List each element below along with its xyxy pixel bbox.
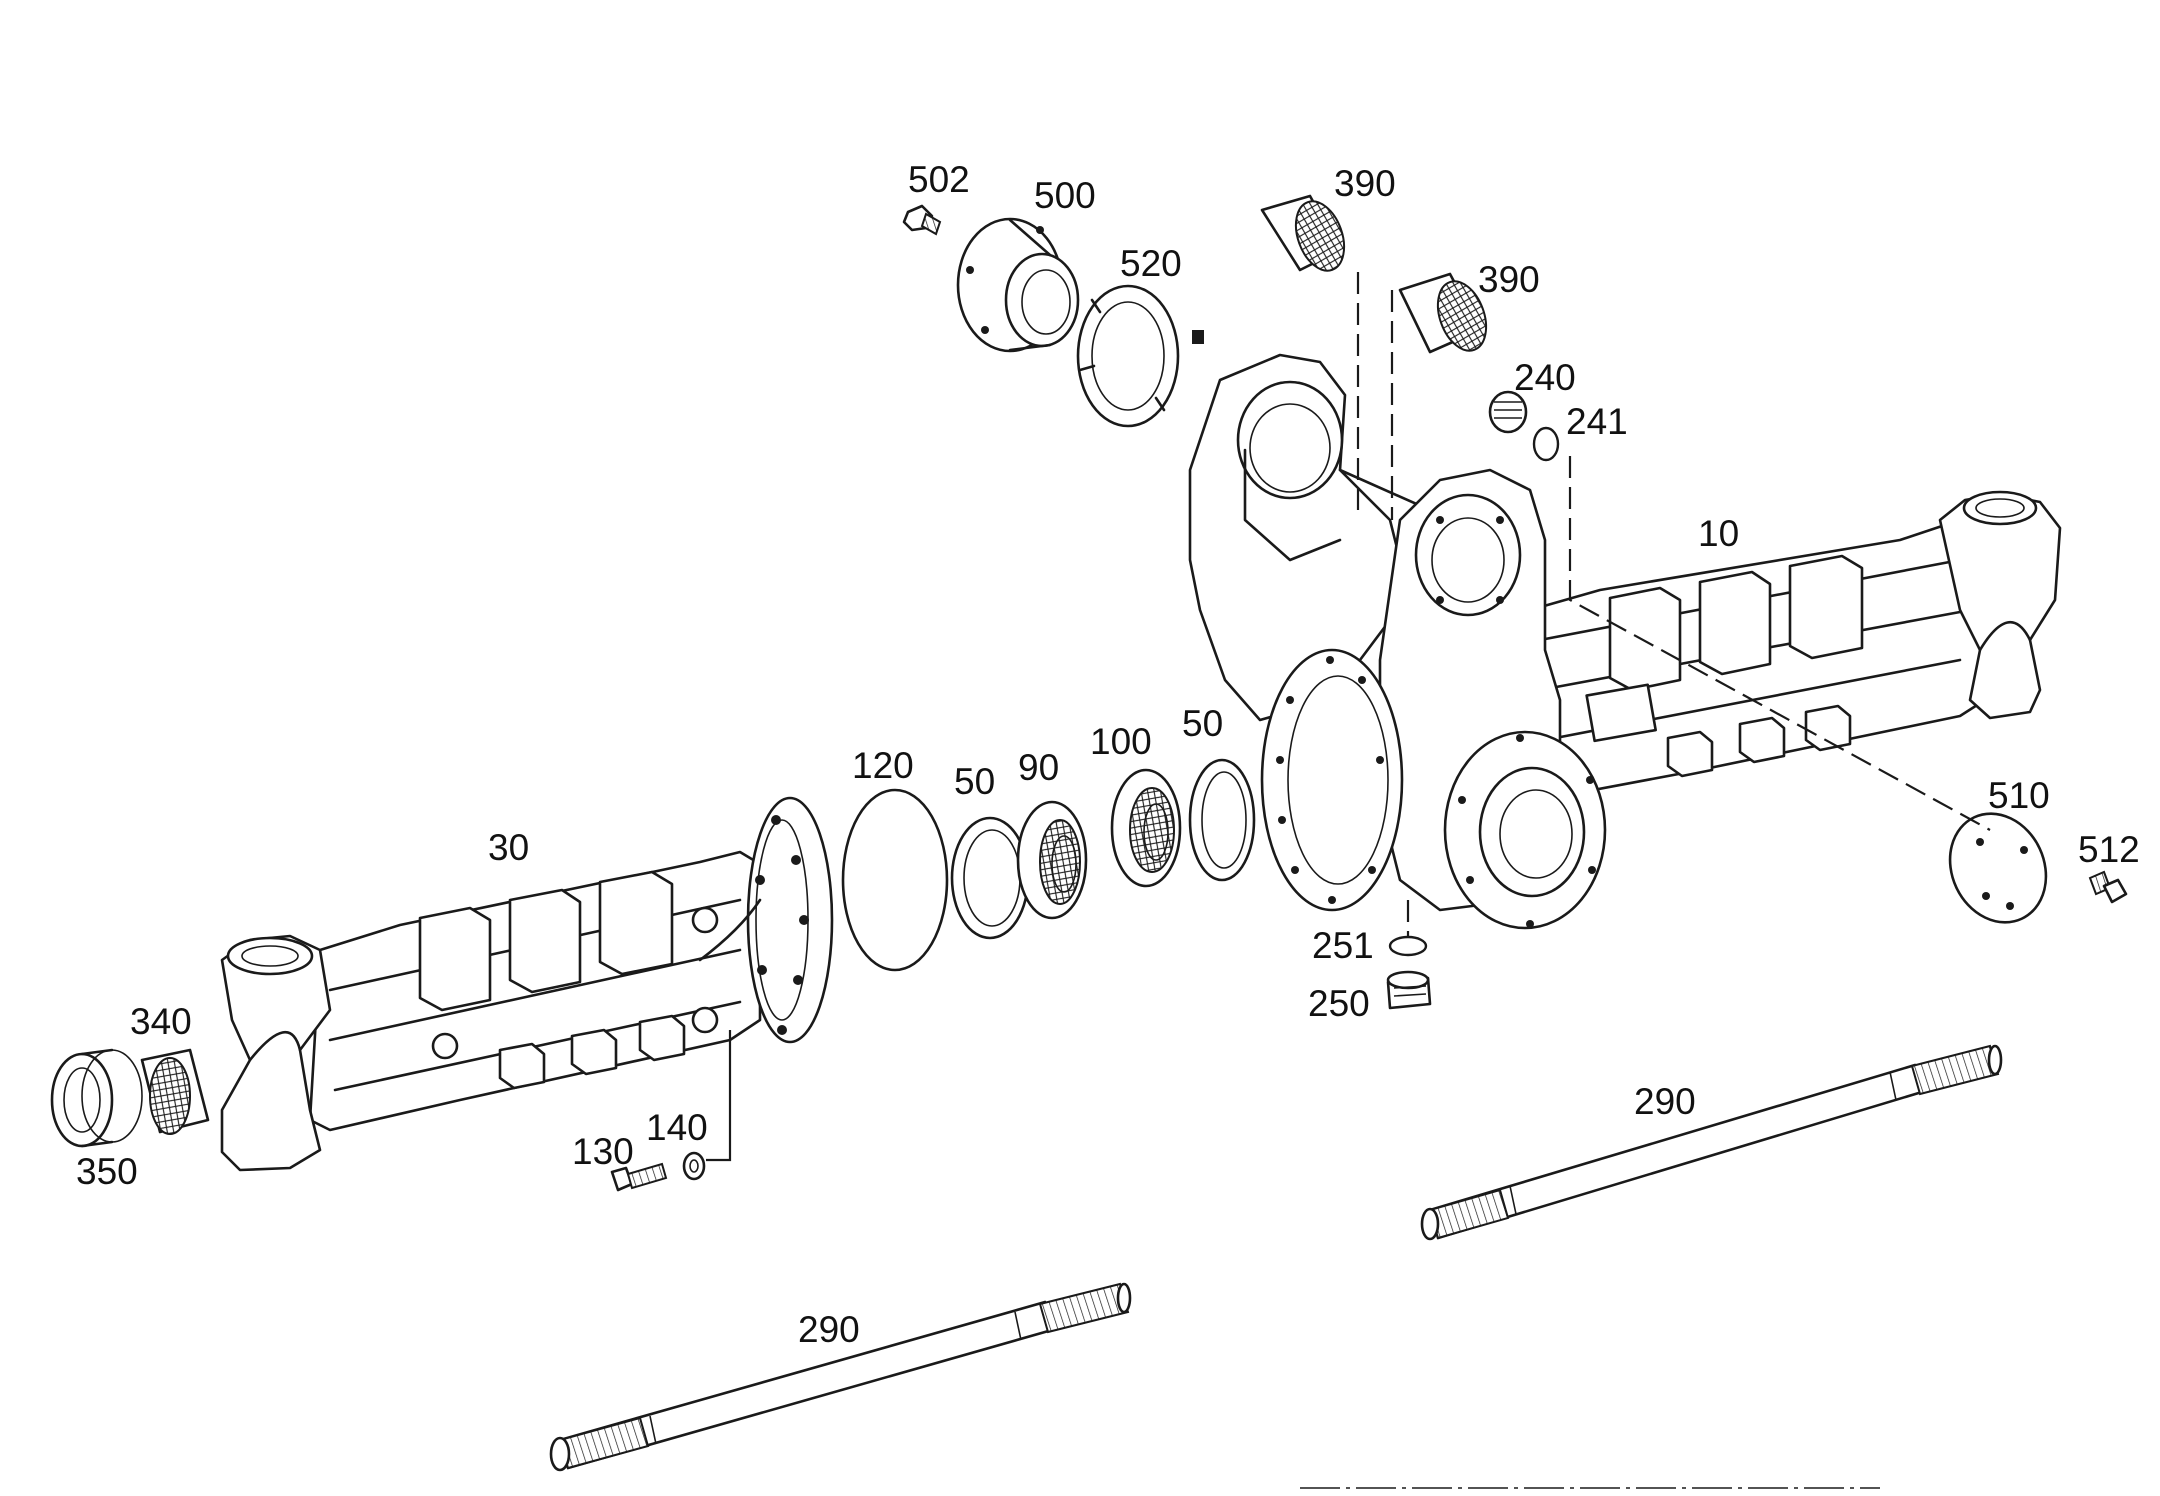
callout-50-right: 50: [1182, 703, 1223, 744]
axle-shaft-290-right: [1420, 1044, 2003, 1241]
cover-510: [1948, 812, 2048, 924]
callout-350: 350: [76, 1151, 138, 1192]
o-ring-241: [1532, 426, 1560, 462]
callout-290-left: 290: [798, 1309, 860, 1350]
callout-390-upper: 390: [1334, 163, 1396, 204]
callout-241: 241: [1566, 401, 1628, 442]
bushing-390-lower: [1398, 272, 1488, 354]
bushing-340: [140, 1048, 210, 1135]
bolt-512: [2088, 870, 2128, 904]
bearing-100: [1110, 768, 1182, 888]
callout-340: 340: [130, 1001, 192, 1042]
callout-90: 90: [1018, 747, 1059, 788]
bolt-502: [902, 204, 942, 236]
callout-130: 130: [572, 1131, 634, 1172]
callout-120: 120: [852, 745, 914, 786]
callout-140: 140: [646, 1107, 708, 1148]
o-ring-251: [1388, 935, 1428, 957]
plug-250: [1386, 970, 1432, 1010]
callout-30: 30: [488, 827, 529, 868]
shim-50-left: [950, 816, 1030, 940]
o-ring-120: [841, 788, 949, 972]
callout-290-right: 290: [1634, 1081, 1696, 1122]
callouts: 502 500 520 390 390 240 241 10 120 50 90…: [76, 159, 2140, 1350]
seal-350: [50, 1048, 143, 1148]
axle-shaft-290-left: [549, 1282, 1132, 1472]
shim-520: [1076, 284, 1204, 428]
plug-240: [1488, 390, 1528, 434]
callout-251: 251: [1312, 925, 1374, 966]
cover-500: [956, 217, 1080, 353]
bolt-130: [610, 1162, 668, 1192]
callout-390-lower: 390: [1478, 259, 1540, 300]
callout-10: 10: [1698, 513, 1739, 554]
callout-512: 512: [2078, 829, 2140, 870]
callout-520: 520: [1120, 243, 1182, 284]
shim-50-right: [1188, 758, 1256, 882]
bushing-390-upper: [1260, 194, 1346, 272]
callout-502: 502: [908, 159, 970, 200]
callout-250: 250: [1308, 983, 1370, 1024]
callout-100: 100: [1090, 721, 1152, 762]
washer-140: [682, 1151, 706, 1181]
bearing-90: [1016, 800, 1088, 920]
axle-housing-right: [1188, 353, 2062, 930]
axle-housing-left: [220, 796, 834, 1172]
assembly-lines: [706, 272, 1991, 1162]
callout-500: 500: [1034, 175, 1096, 216]
callout-510: 510: [1988, 775, 2050, 816]
callout-240: 240: [1514, 357, 1576, 398]
callout-50-left: 50: [954, 761, 995, 802]
